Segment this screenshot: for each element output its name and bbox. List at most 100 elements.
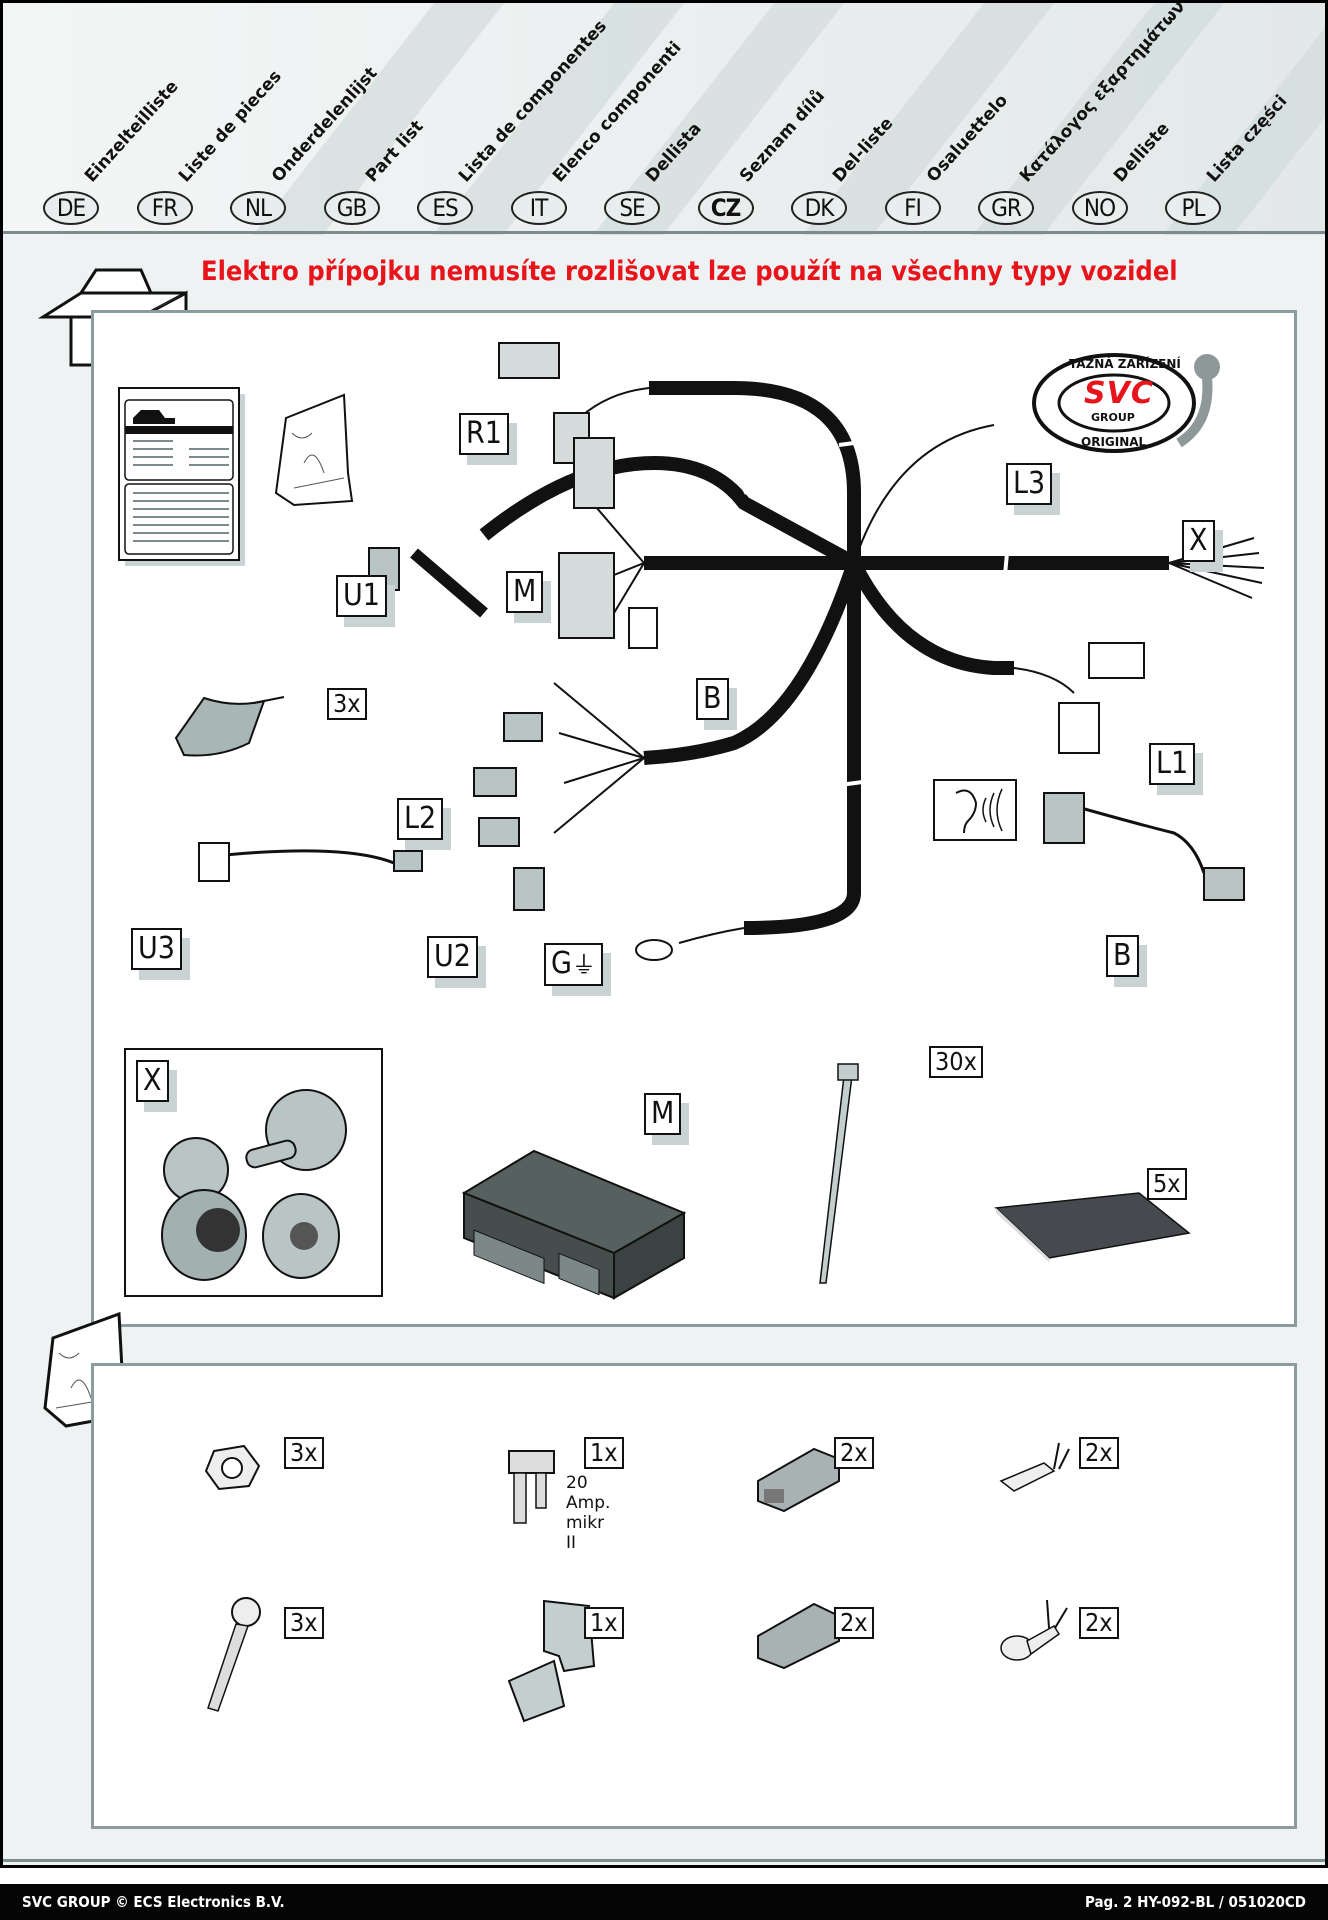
label-u2: U2 — [427, 936, 478, 978]
language-code-badge: FI — [884, 191, 941, 225]
cable-tie-qty: 30x — [929, 1046, 983, 1078]
fuse-rating-line1: 20 Amp. — [566, 1473, 611, 1513]
language-code-badge: ES — [417, 191, 473, 225]
terminal-male-icon — [999, 1441, 1089, 1505]
language-code-badge: GB — [323, 191, 380, 225]
ear-sound-icon — [933, 779, 1017, 841]
wiring-harness-diagram — [198, 342, 1265, 961]
logo-brand: SVC — [1084, 376, 1154, 411]
svc-logo: TAŽNÁ ZAŘÍZENÍ SVC GROUP ORIGINAL — [1029, 343, 1229, 467]
u3-u2-cable — [213, 849, 395, 865]
language-code-badge: CZ — [697, 191, 754, 225]
label-b: B — [696, 678, 729, 720]
adhesive-pad-icon — [994, 1183, 1194, 1267]
language-code-badge: DK — [791, 191, 847, 225]
l2-connector — [473, 767, 517, 797]
label-l1: L1 — [1149, 743, 1196, 785]
manual-document-icon — [118, 387, 249, 572]
harness-panel: R1 U1 M B L3 X L1 L2 U3 U2 G⏚ B 3x X — [91, 310, 1297, 1327]
buzzer-connector — [1203, 867, 1245, 901]
l2-connector-wires — [553, 682, 645, 834]
harness-l2-branch — [643, 560, 861, 765]
part-qty: 2x — [834, 1437, 874, 1469]
m-connector-b — [558, 552, 615, 639]
adhesive-pad-qty: 5x — [1147, 1168, 1187, 1200]
harness-l1-branch — [847, 559, 1014, 675]
buzzer-body — [1043, 792, 1085, 844]
socket-group: X — [124, 1048, 383, 1297]
connector-housing-female-icon — [754, 1441, 844, 1515]
module-label: M — [644, 1093, 682, 1135]
label-u1: U1 — [336, 575, 387, 617]
header-divider — [3, 231, 1325, 234]
label-r1: R1 — [459, 413, 509, 455]
connector-housing-male-icon — [754, 1596, 844, 1675]
cable-tie-icon — [814, 1058, 874, 1292]
label-ground: G⏚ — [544, 943, 603, 986]
harness-l3-wire — [853, 424, 995, 564]
sticker-sheets-icon — [174, 693, 285, 767]
u2-connector — [393, 850, 423, 872]
language-code-badge: GR — [978, 191, 1034, 225]
screw-icon — [204, 1596, 264, 1720]
language-code-badge: SE — [604, 191, 660, 225]
m-connector-a — [573, 437, 615, 509]
label-l3: L3 — [1006, 463, 1053, 505]
ground-wire — [678, 927, 745, 944]
harness-ground-branch — [743, 563, 861, 935]
l1-connector-a — [1088, 642, 1145, 679]
part-qty: 2x — [1079, 1607, 1119, 1639]
language-code-badge: NL — [230, 191, 286, 225]
nut-icon — [204, 1441, 264, 1495]
logo-group-text: GROUP — [1091, 411, 1135, 424]
logo-top-text: TAŽNÁ ZAŘÍZENÍ — [1069, 357, 1181, 371]
part-qty: 2x — [1079, 1437, 1119, 1469]
language-code-badge: PL — [1165, 191, 1221, 225]
part-qty: 3x — [284, 1607, 324, 1639]
label-l2: L2 — [397, 798, 444, 840]
page-title: Elektro přípojku nemusíte rozlišovat lze… — [201, 256, 1178, 287]
language-code-badge: NO — [1071, 191, 1128, 225]
part-qty: 3x — [284, 1437, 324, 1469]
l1-connector-wires — [1013, 667, 1075, 694]
plastic-bag-icon — [274, 393, 354, 512]
language-code-badge: FR — [136, 191, 193, 225]
fuse-holder-clip-icon — [504, 1596, 604, 1730]
l2-connector — [503, 712, 543, 742]
fuse-rating-line2: mikr II — [566, 1513, 605, 1553]
harness-u1-branch — [479, 455, 858, 570]
harness-u1-branch — [410, 548, 488, 618]
part-qty: 1x — [584, 1607, 624, 1639]
b-connector — [628, 607, 658, 649]
l2-connector — [513, 867, 545, 911]
control-module-icon — [444, 1123, 704, 1307]
language-code-badge: IT — [510, 191, 567, 225]
fuse-rating-note: 20 Amp.mikr II — [566, 1473, 610, 1553]
label-g-text: G — [551, 946, 572, 981]
footer-page-info: Pag. 2 HY-092-BL / 051020CD — [1084, 1893, 1306, 1911]
label-u3: U3 — [131, 928, 182, 970]
sticker-qty: 3x — [327, 688, 367, 720]
logo-bottom-text: ORIGINAL — [1081, 435, 1147, 449]
label-x: X — [1182, 520, 1215, 562]
r1-connector-a — [498, 342, 560, 379]
ground-ring-terminal — [635, 939, 673, 961]
label-b-buzzer: B — [1106, 935, 1139, 977]
part-qty: 1x — [584, 1437, 624, 1469]
